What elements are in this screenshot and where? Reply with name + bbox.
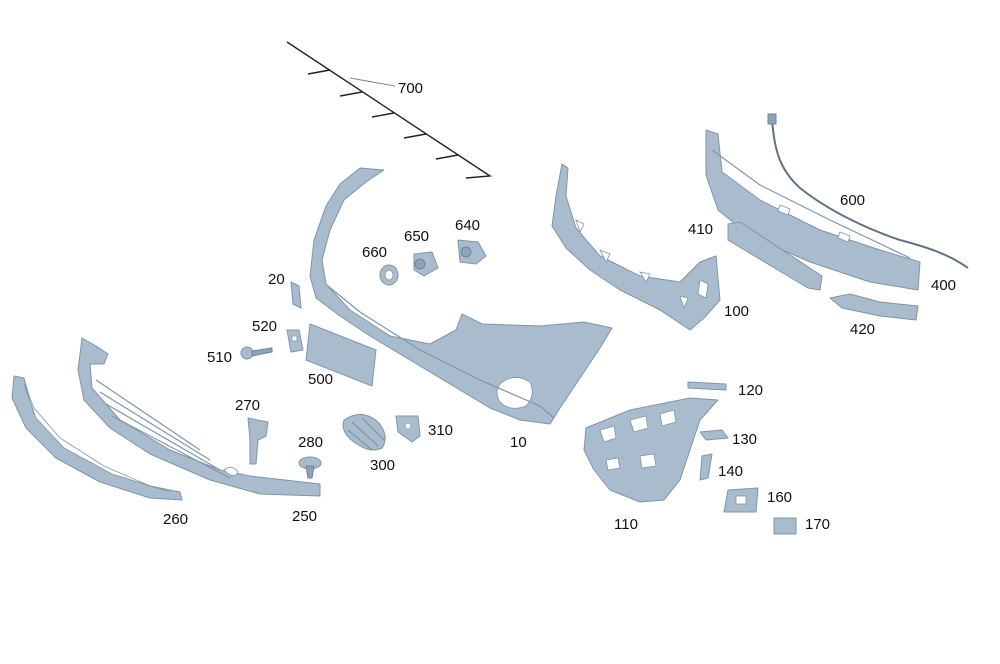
part-660-ring — [379, 264, 399, 286]
part-650-sensor — [413, 251, 439, 277]
part-310-bracket — [395, 415, 421, 443]
label-10: 10 — [510, 434, 527, 451]
label-100: 100 — [724, 303, 749, 320]
label-280: 280 — [298, 434, 323, 451]
part-500-plate-holder — [305, 323, 377, 387]
part-270-bracket — [247, 417, 269, 465]
label-110: 110 — [614, 516, 638, 533]
part-20-cover — [290, 281, 302, 309]
label-650: 650 — [404, 228, 429, 245]
label-600: 600 — [840, 192, 865, 209]
label-700: 700 — [398, 80, 423, 97]
part-260-trim — [11, 375, 183, 501]
part-110-frame — [583, 397, 719, 503]
label-130: 130 — [732, 431, 757, 448]
label-250: 250 — [292, 508, 317, 525]
part-280-clip — [298, 456, 322, 479]
label-120: 120 — [738, 382, 763, 399]
label-500: 500 — [308, 371, 333, 388]
part-410-absorber — [727, 221, 823, 291]
label-140: 140 — [718, 463, 743, 480]
label-420: 420 — [850, 321, 875, 338]
part-120-strip — [687, 381, 727, 391]
label-520: 520 — [252, 318, 277, 335]
part-300-grille-insert — [342, 414, 386, 451]
part-10-bumper-cover — [309, 167, 613, 425]
part-160-bracket — [723, 487, 759, 513]
label-410: 410 — [688, 221, 713, 238]
part-400-beam — [705, 129, 921, 291]
part-520-clip — [286, 329, 304, 353]
label-160: 160 — [767, 489, 792, 506]
part-640-sensor — [457, 239, 487, 265]
part-130-clip — [699, 429, 729, 441]
label-660: 660 — [362, 244, 387, 261]
label-300: 300 — [370, 457, 395, 474]
part-170-cover — [773, 517, 797, 535]
part-510-screw — [240, 346, 273, 360]
part-420-bracket — [829, 293, 919, 321]
label-270: 270 — [235, 397, 260, 414]
label-640: 640 — [455, 217, 480, 234]
label-20: 20 — [268, 271, 285, 288]
label-310: 310 — [428, 422, 453, 439]
label-260: 260 — [163, 511, 188, 528]
part-700-harness — [286, 41, 493, 179]
label-510: 510 — [207, 349, 232, 366]
part-250-grille — [77, 337, 321, 497]
part-100-carrier — [551, 163, 721, 331]
part-600-cable — [767, 113, 969, 269]
label-400: 400 — [931, 277, 956, 294]
part-140-pin — [699, 453, 713, 481]
label-170: 170 — [805, 516, 830, 533]
